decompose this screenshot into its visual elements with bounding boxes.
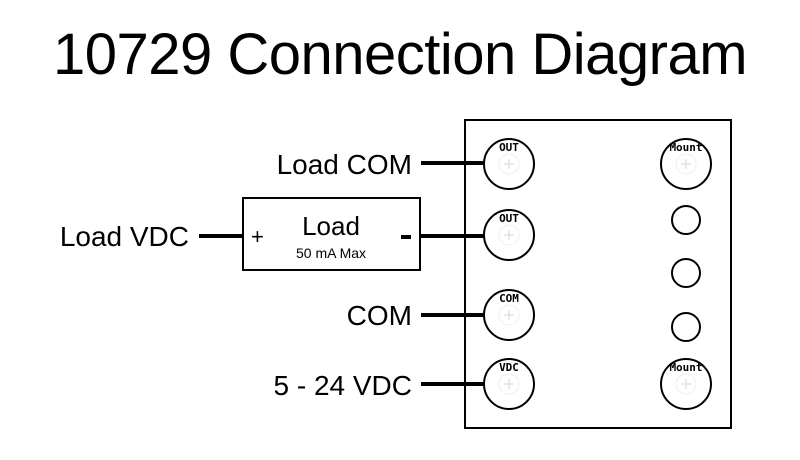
crosshair-icon <box>504 310 514 320</box>
pin-label: Mount <box>669 361 702 374</box>
load-title: Load <box>302 211 360 241</box>
pin-label: COM <box>499 292 519 305</box>
pin-circle <box>671 205 701 235</box>
load-component: Load 50 mA Max + <box>242 197 421 271</box>
left-pin-1: OUT <box>483 209 535 261</box>
left-pin-2: COM <box>483 289 535 341</box>
left-pin-3: VDC <box>483 358 535 410</box>
pin-hole-icon <box>498 153 520 175</box>
pin-hole-icon <box>498 304 520 326</box>
right-pin-4: Mount <box>660 358 712 410</box>
pin-hole-icon <box>498 373 520 395</box>
pin-circle <box>671 312 701 342</box>
wire-label-com: COM <box>347 300 412 331</box>
crosshair-icon <box>504 230 514 240</box>
pin-label: OUT <box>499 212 519 225</box>
right-pin-0: Mount <box>660 138 712 190</box>
crosshair-icon <box>681 379 691 389</box>
load-plus-terminal: + <box>251 224 264 249</box>
diagram-title: 10729 Connection Diagram <box>52 22 748 87</box>
wire-label-vdc: 5 - 24 VDC <box>274 370 413 401</box>
pin-hole-icon <box>498 224 520 246</box>
right-pin-1 <box>671 205 701 235</box>
load-minus-terminal <box>401 235 411 239</box>
pin-label: OUT <box>499 141 519 154</box>
crosshair-icon <box>504 379 514 389</box>
pin-hole-icon <box>675 373 697 395</box>
load-box <box>242 197 421 271</box>
pin-label: VDC <box>499 361 519 374</box>
left-pin-0: OUT <box>483 138 535 190</box>
right-pin-3 <box>671 312 701 342</box>
crosshair-icon <box>681 159 691 169</box>
pin-hole-icon <box>675 153 697 175</box>
crosshair-icon <box>504 159 514 169</box>
pin-label: Mount <box>669 141 702 154</box>
load-rating: 50 mA Max <box>296 245 366 261</box>
pin-circle <box>671 258 701 288</box>
right-pin-2 <box>671 258 701 288</box>
wire-label-load-vdc: Load VDC <box>60 221 189 252</box>
wire-label-load-com: Load COM <box>277 149 412 180</box>
